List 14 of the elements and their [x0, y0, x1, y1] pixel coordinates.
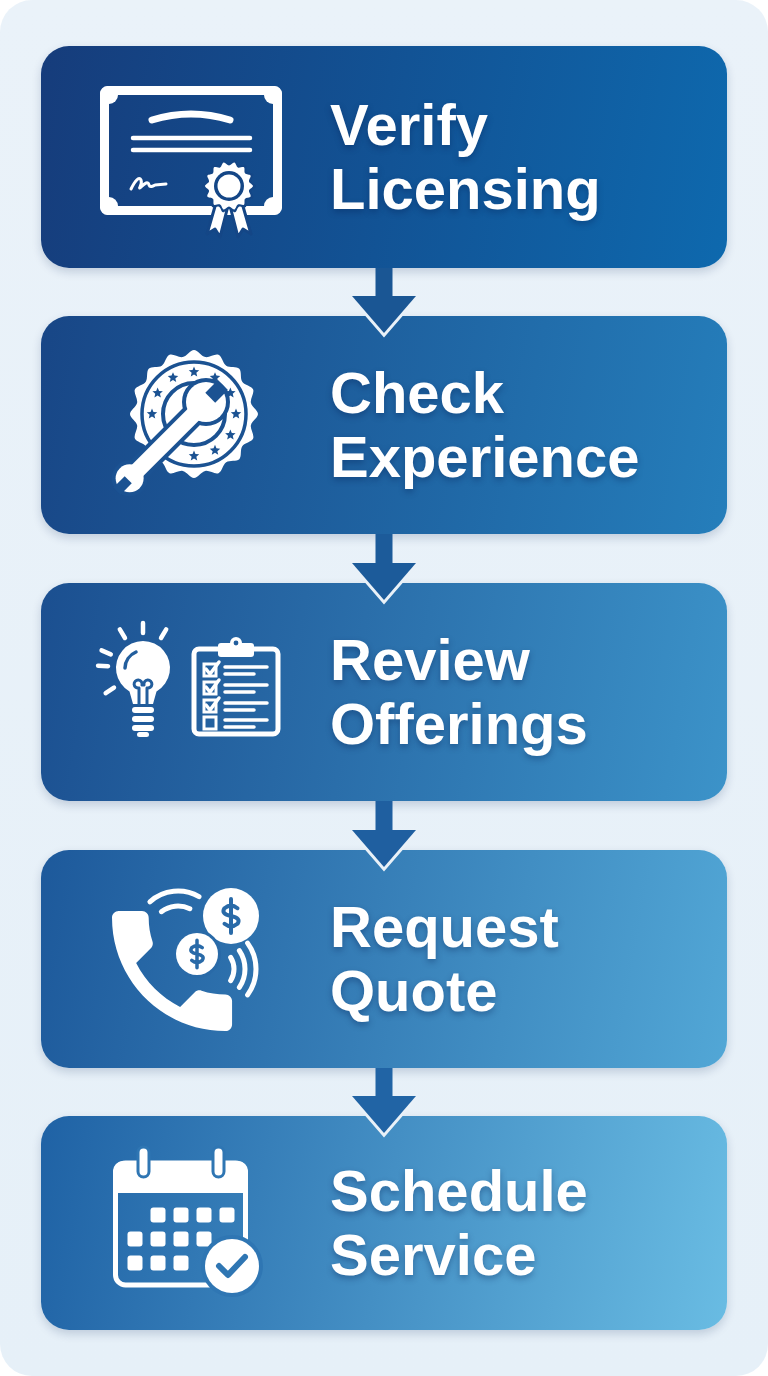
step-title: Review Offerings [330, 628, 588, 756]
arrow [349, 534, 419, 603]
step-title: Check Experience [330, 361, 640, 489]
arrow [349, 801, 419, 870]
step-box [41, 1116, 727, 1330]
arrow [349, 268, 419, 336]
step-box [41, 583, 727, 801]
step-title: Schedule Service [330, 1159, 588, 1287]
step-title: Request Quote [330, 895, 559, 1023]
step-box [41, 46, 727, 268]
step-box [41, 850, 727, 1068]
step-box [41, 316, 727, 534]
step-title: Verify Licensing [330, 93, 601, 221]
arrow [349, 1068, 419, 1136]
